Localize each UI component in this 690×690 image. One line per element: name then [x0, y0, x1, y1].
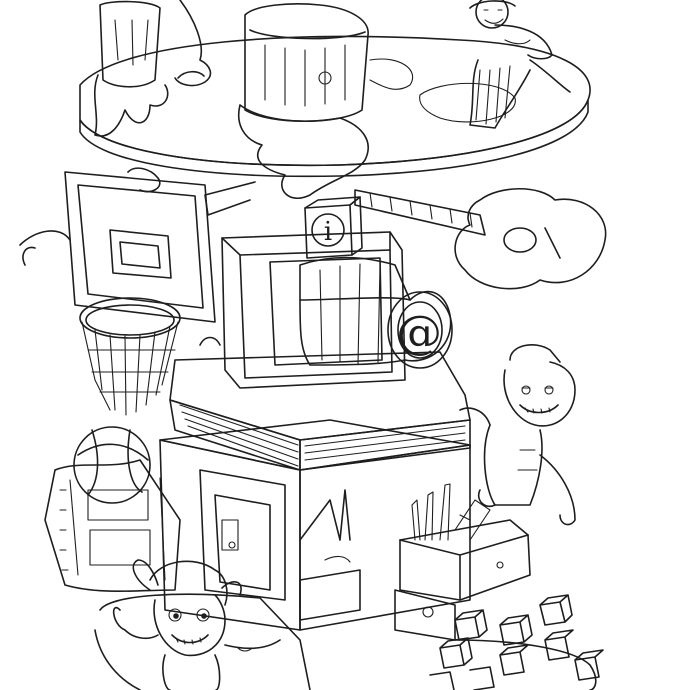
toy-blocks: [429, 594, 604, 690]
film-strip: [44, 459, 181, 593]
milk-carton: [238, 3, 413, 200]
open-drawer: [399, 483, 531, 601]
boy-with-cap: [459, 344, 576, 526]
top-right-sitting-kid: [469, 0, 571, 129]
bottom-platform: [94, 593, 597, 690]
acoustic-guitar: [354, 187, 607, 290]
at-glyph: @: [396, 305, 442, 359]
spilled-cup: [93, 0, 169, 137]
basketball-hoop: [19, 230, 181, 416]
at-sign-cylinder: @: [299, 256, 453, 369]
basketball: [73, 426, 151, 504]
computer-monitor: [221, 231, 406, 389]
top-left-character-leg: [174, 0, 212, 87]
info-glyph: i: [324, 217, 332, 247]
girl-with-pigtails: [112, 559, 281, 690]
desk-cabinet: [159, 419, 471, 631]
basketball-backboard: [64, 167, 256, 323]
info-sign-box: i: [304, 196, 363, 259]
